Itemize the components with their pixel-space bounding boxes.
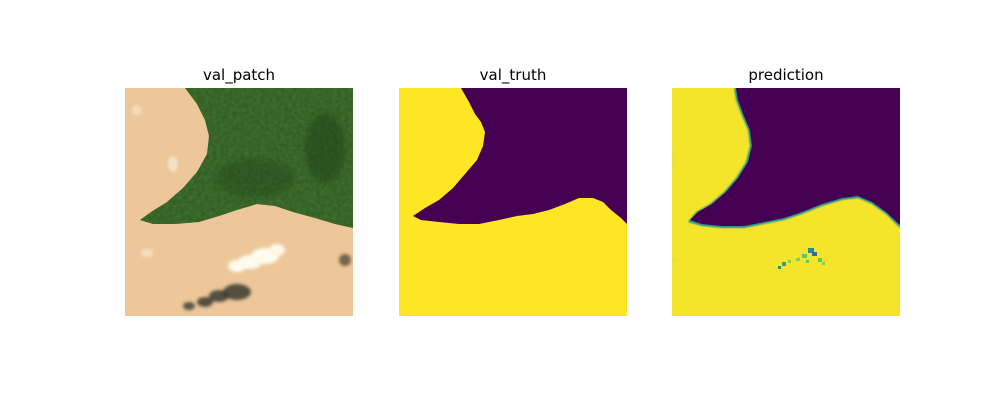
val-patch-image bbox=[125, 88, 353, 316]
pred-noise-cluster bbox=[778, 248, 825, 269]
val-truth-panel: val_truth bbox=[399, 66, 627, 318]
cloud-shadow-shape bbox=[183, 254, 351, 310]
truth-forest-area bbox=[413, 88, 627, 224]
cloud-shape bbox=[228, 244, 285, 272]
prediction-title: prediction bbox=[748, 66, 824, 84]
pred-forest-area bbox=[690, 88, 900, 226]
val-truth-title: val_truth bbox=[479, 66, 547, 84]
prediction-panel: prediction bbox=[672, 66, 900, 318]
prediction-image bbox=[672, 88, 900, 316]
val-patch-panel: val_patch bbox=[125, 66, 353, 318]
val-truth-image bbox=[399, 88, 627, 316]
val-patch-title: val_patch bbox=[202, 66, 276, 84]
